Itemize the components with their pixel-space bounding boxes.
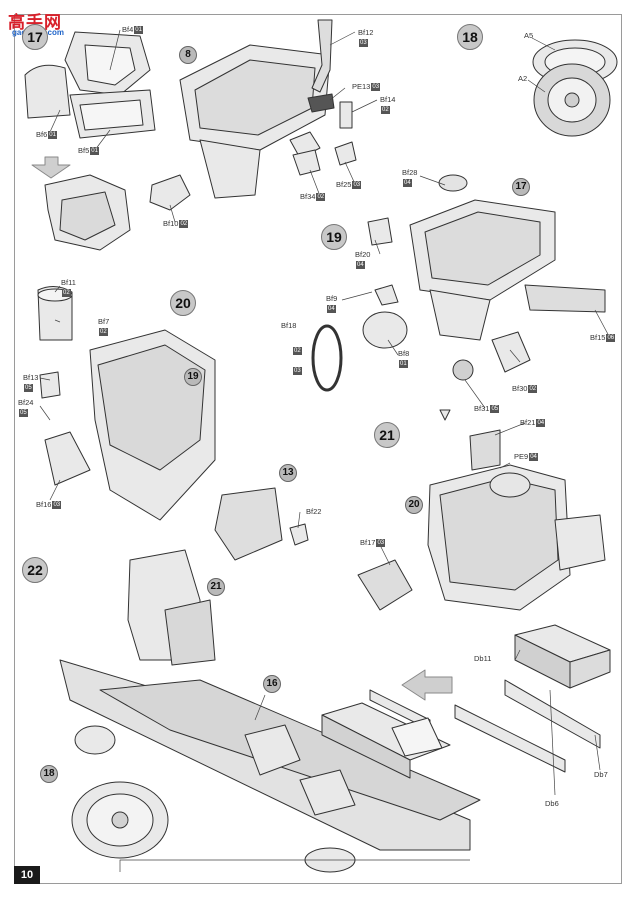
ref-19-badge: 19 bbox=[184, 368, 202, 386]
watermark-text: 高手网 bbox=[8, 13, 62, 32]
part-label-bf18: Bf18 bbox=[281, 321, 297, 330]
ref-20-badge: 20 bbox=[405, 496, 423, 514]
step-18-badge: 18 bbox=[457, 24, 483, 50]
part-label-db7: Db7 bbox=[594, 770, 608, 779]
part-tag-02: 02 bbox=[293, 347, 302, 356]
part-label-a2: A2 bbox=[518, 74, 528, 83]
ref-13-badge: 13 bbox=[279, 464, 297, 482]
page-number: 10 bbox=[14, 866, 40, 884]
part-label-bf22: Bf22 bbox=[306, 507, 322, 516]
step-21-badge: 21 bbox=[374, 422, 400, 448]
engine-block-20-drawing bbox=[357, 429, 606, 611]
step-20-badge: 20 bbox=[170, 290, 196, 316]
ref-18-badge: 18 bbox=[40, 765, 58, 783]
step-17-badge: 17 bbox=[22, 24, 48, 50]
engine-block-8-drawing bbox=[179, 19, 357, 199]
part-label-db6: Db6 bbox=[545, 799, 559, 808]
part-label-db11: Db11 bbox=[474, 654, 492, 663]
bell-housing-parts-drawing bbox=[24, 31, 191, 251]
frame-rails-drawing bbox=[321, 624, 611, 779]
engine-block-19-drawing bbox=[37, 286, 309, 561]
part-tag-03: 03 bbox=[293, 367, 302, 376]
chassis-drawing bbox=[59, 549, 481, 873]
engine-block-17-drawing bbox=[311, 174, 606, 421]
wheel-drawing bbox=[532, 39, 618, 137]
page-frame bbox=[14, 14, 622, 884]
part-label-a5: A5 bbox=[524, 31, 534, 40]
ref-16-badge: 16 bbox=[263, 675, 281, 693]
step-22-badge: 22 bbox=[22, 557, 48, 583]
step-19-badge: 19 bbox=[321, 224, 347, 250]
ref-17-badge: 17 bbox=[512, 178, 530, 196]
ref-8-badge: 8 bbox=[179, 46, 197, 64]
ref-21-badge: 21 bbox=[207, 578, 225, 596]
